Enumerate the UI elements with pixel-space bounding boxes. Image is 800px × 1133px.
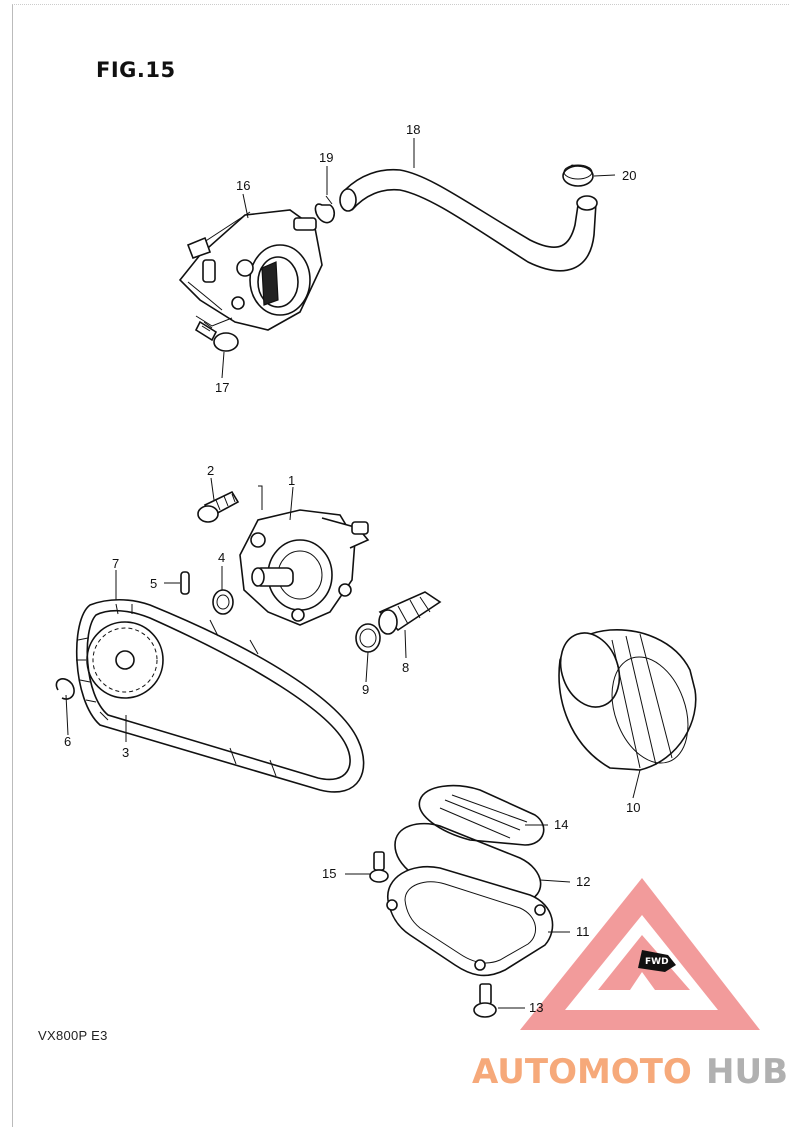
oil-pan-part-11 (386, 866, 554, 977)
callout-17: 17 (215, 380, 229, 395)
callout-14: 14 (554, 817, 568, 832)
callout-6: 6 (64, 734, 71, 749)
callout-3: 3 (122, 745, 129, 760)
callout-4: 4 (218, 550, 225, 565)
oil-filter-part-10 (558, 629, 697, 771)
bolt-part-17 (194, 320, 239, 352)
fuel-pump-part-16 (178, 209, 323, 331)
callout-16: 16 (236, 178, 250, 193)
sprocket-part-3 (86, 621, 164, 699)
figure-title: FIG.15 (96, 58, 176, 82)
fwd-label: FWD (645, 957, 669, 967)
callout-13: 13 (529, 1000, 543, 1015)
callout-19: 19 (319, 150, 333, 165)
watermark-part-b: HUB (706, 1052, 788, 1092)
callout-15: 15 (322, 866, 336, 881)
oil-strainer-part-14 (418, 784, 545, 846)
watermark-brand-text: AUTOMOTO HUB (472, 1052, 788, 1092)
dowel-pin-part-5 (180, 571, 190, 595)
callout-20: 20 (622, 168, 636, 183)
callout-10: 10 (626, 800, 640, 815)
circlip-part-6 (55, 678, 75, 700)
callout-8: 8 (402, 660, 409, 675)
callout-1: 1 (288, 473, 295, 488)
drive-chain-part-7 (75, 598, 365, 793)
fuel-hose-part-18 (339, 168, 598, 272)
o-ring-part-9 (355, 623, 381, 653)
drain-bolt-part-13 (473, 983, 497, 1018)
callout-5: 5 (150, 576, 157, 591)
forward-direction-arrow-icon: FWD (638, 950, 676, 972)
callout-7: 7 (112, 556, 119, 571)
page-border (12, 4, 789, 1127)
callout-18: 18 (406, 122, 420, 137)
model-code: VX800P E3 (38, 1028, 108, 1043)
callout-2: 2 (207, 463, 214, 478)
relief-valve-part-8 (378, 591, 442, 635)
watermark-part-a: AUTOMOTO (472, 1052, 692, 1092)
o-ring-part-4 (212, 589, 234, 615)
leader-lines (65, 138, 641, 1009)
bolt-part-15 (369, 851, 389, 883)
bolt-part-2 (197, 485, 263, 523)
callout-numbers: 1 2 3 4 5 6 7 8 9 10 11 12 13 14 15 16 1… (64, 122, 640, 1015)
watermark-logo-triangle (520, 878, 760, 1030)
oil-pump-part-1 (239, 509, 370, 626)
callout-12: 12 (576, 874, 590, 889)
hose-clip-part-20 (562, 164, 594, 187)
hose-clamp-part-19 (314, 195, 336, 224)
callout-9: 9 (362, 682, 369, 697)
callout-11: 11 (576, 924, 590, 939)
